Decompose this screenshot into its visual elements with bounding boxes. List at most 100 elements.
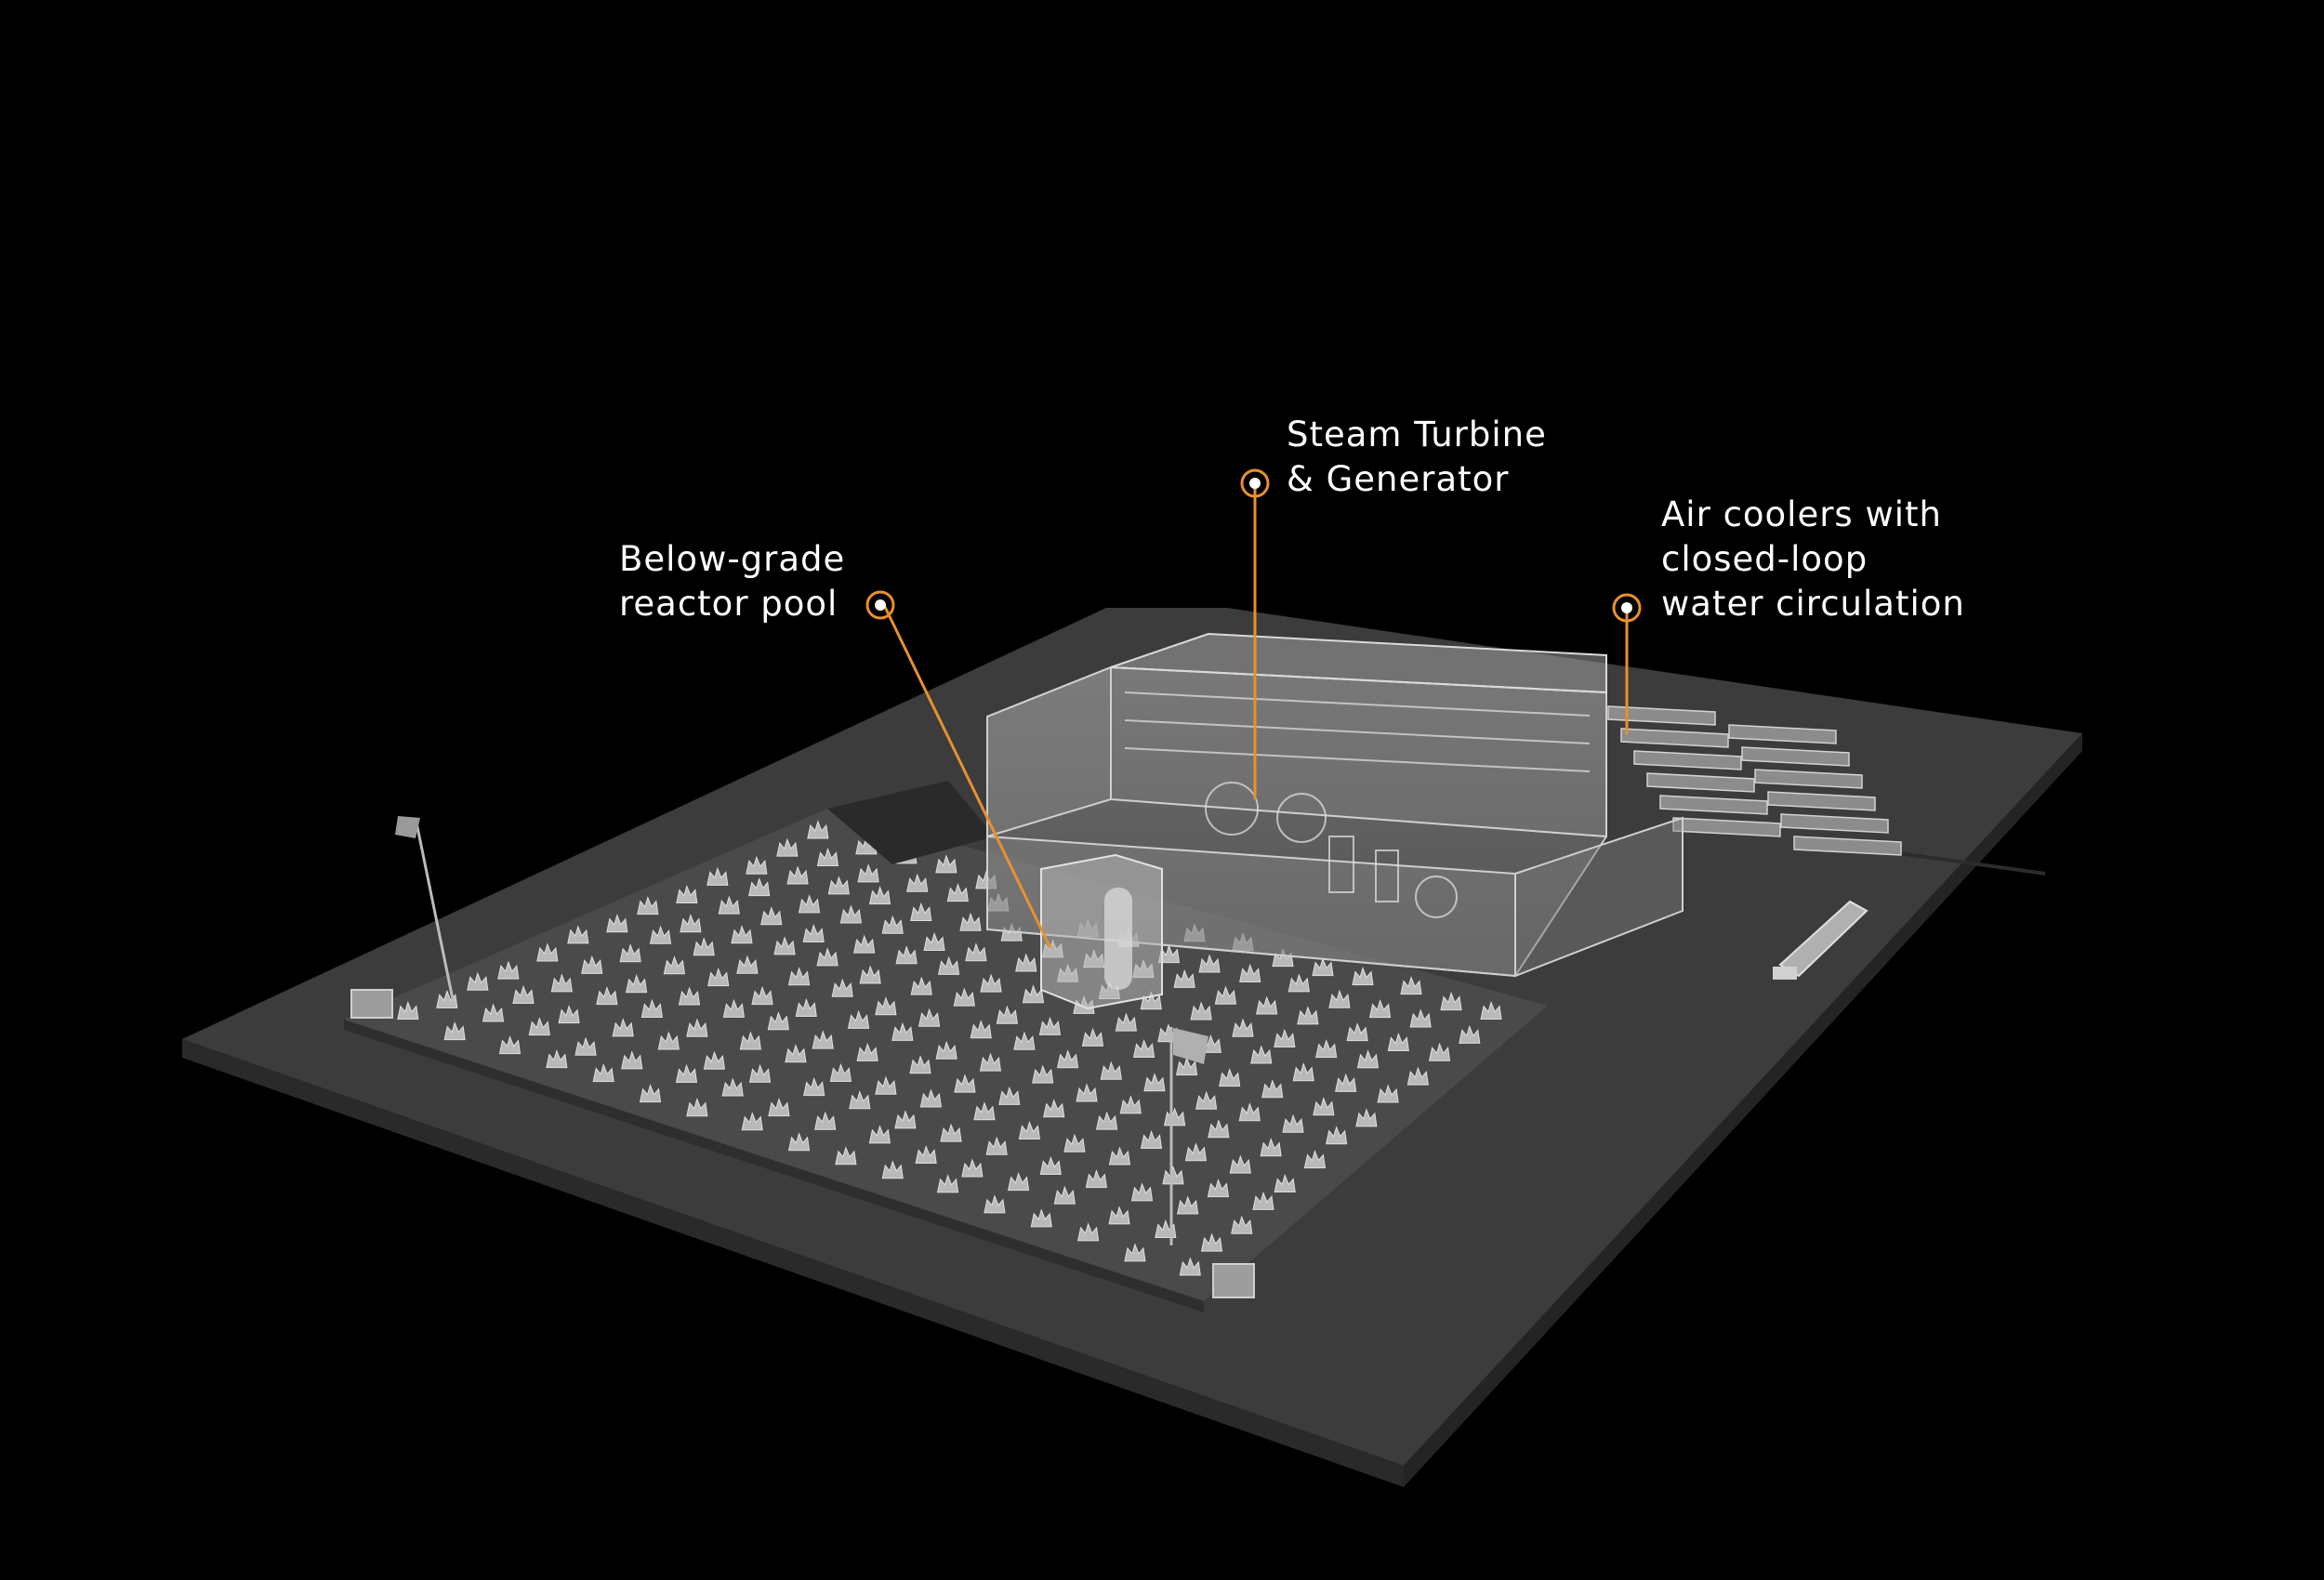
air-cooler-unit <box>1793 836 1902 856</box>
shrub <box>1100 1060 1122 1080</box>
callout-marker-air-coolers[interactable] <box>1612 593 1642 623</box>
shrub <box>787 967 811 986</box>
shrub <box>443 1021 466 1041</box>
shrub <box>637 896 659 915</box>
shrub <box>767 1011 789 1031</box>
shrub <box>1081 1027 1104 1047</box>
callout-label-turbine: Steam Turbine & Generator <box>1287 413 1547 502</box>
shrub <box>829 1062 852 1082</box>
shrub <box>1252 1191 1274 1210</box>
shrub <box>1428 1042 1451 1061</box>
shrub <box>1261 1079 1284 1099</box>
shrub <box>497 960 520 980</box>
callout-leaders <box>882 483 1629 949</box>
shrub <box>581 955 603 974</box>
shrub <box>748 877 771 897</box>
gatehouse-left <box>350 989 393 1019</box>
shrub <box>721 1077 744 1097</box>
shrub <box>1355 1108 1378 1127</box>
shrub <box>1326 1126 1348 1145</box>
shrub <box>1352 967 1374 986</box>
shrub <box>1119 1095 1142 1114</box>
shrub <box>785 1044 807 1063</box>
shrub <box>1219 1068 1241 1087</box>
callout-marker-reactor-pool[interactable] <box>865 590 895 620</box>
shrub <box>891 1021 914 1041</box>
shrub <box>827 876 850 895</box>
shrub <box>894 1110 917 1129</box>
shrub <box>663 955 685 975</box>
shrub <box>1015 953 1037 972</box>
shrub <box>857 863 879 883</box>
shrub <box>1195 1090 1218 1110</box>
shrub <box>1315 1039 1338 1059</box>
callout-line: Below-grade <box>619 539 846 579</box>
shrub <box>954 1073 976 1093</box>
shrub <box>910 902 932 921</box>
shrub <box>970 1020 992 1039</box>
shrub <box>606 914 628 933</box>
shrub <box>1179 1257 1201 1276</box>
shrub <box>467 971 489 991</box>
shrub <box>831 978 853 997</box>
air-cooler-unit <box>1754 769 1863 789</box>
shrub <box>1214 985 1236 1005</box>
shrub <box>1130 1182 1154 1202</box>
shrub <box>1346 1022 1368 1042</box>
shrub <box>736 955 759 974</box>
shrub <box>1282 1113 1304 1133</box>
shrub <box>798 894 821 914</box>
shrub <box>839 904 862 924</box>
shrub <box>567 925 589 944</box>
shrub <box>498 1035 522 1055</box>
shrub <box>1173 968 1195 988</box>
air-cooler-banks <box>1607 705 1902 856</box>
shrub <box>1274 1173 1296 1192</box>
shrub <box>1022 984 1045 1004</box>
shrub <box>707 968 730 987</box>
shrub <box>1053 1185 1076 1205</box>
shrub <box>546 1049 568 1069</box>
air-cooler-unit <box>1780 813 1889 834</box>
shrub <box>1207 1178 1230 1198</box>
shrub <box>1409 1008 1432 1028</box>
shrub <box>814 1111 837 1130</box>
shrub <box>718 895 740 915</box>
shrub <box>849 1090 871 1110</box>
callout-marker-turbine[interactable] <box>1240 468 1270 498</box>
shrub <box>859 965 881 984</box>
shrub <box>1030 1208 1052 1228</box>
shrub <box>649 925 672 944</box>
shrub <box>748 1063 772 1083</box>
shrub <box>979 1052 1001 1072</box>
shrub <box>1076 1222 1100 1242</box>
shrub <box>1085 1169 1107 1189</box>
shrub <box>1377 1084 1399 1103</box>
shrub <box>937 955 960 975</box>
flag-center <box>1169 1027 1208 1245</box>
shrub <box>1400 976 1422 995</box>
shrub <box>619 943 641 963</box>
shrub <box>592 1063 614 1083</box>
shrub <box>980 973 1002 993</box>
shrub <box>776 837 799 857</box>
shrub <box>910 976 932 995</box>
shrub <box>935 854 957 874</box>
shrub <box>946 883 969 902</box>
shrub <box>847 1009 870 1029</box>
shrub <box>868 886 891 905</box>
shrub <box>1297 1006 1319 1025</box>
flag-left <box>395 816 456 1005</box>
shrub <box>936 1174 959 1193</box>
shrub <box>1231 1215 1253 1234</box>
shrub <box>1056 1049 1079 1069</box>
shrub <box>1143 1073 1166 1092</box>
shrub <box>1190 1001 1212 1020</box>
shrub <box>1387 1032 1409 1051</box>
shrub <box>1328 989 1351 1008</box>
shrub <box>536 942 559 962</box>
shrub <box>639 1084 662 1103</box>
parking-area <box>827 781 995 864</box>
shrub <box>1200 1232 1223 1252</box>
